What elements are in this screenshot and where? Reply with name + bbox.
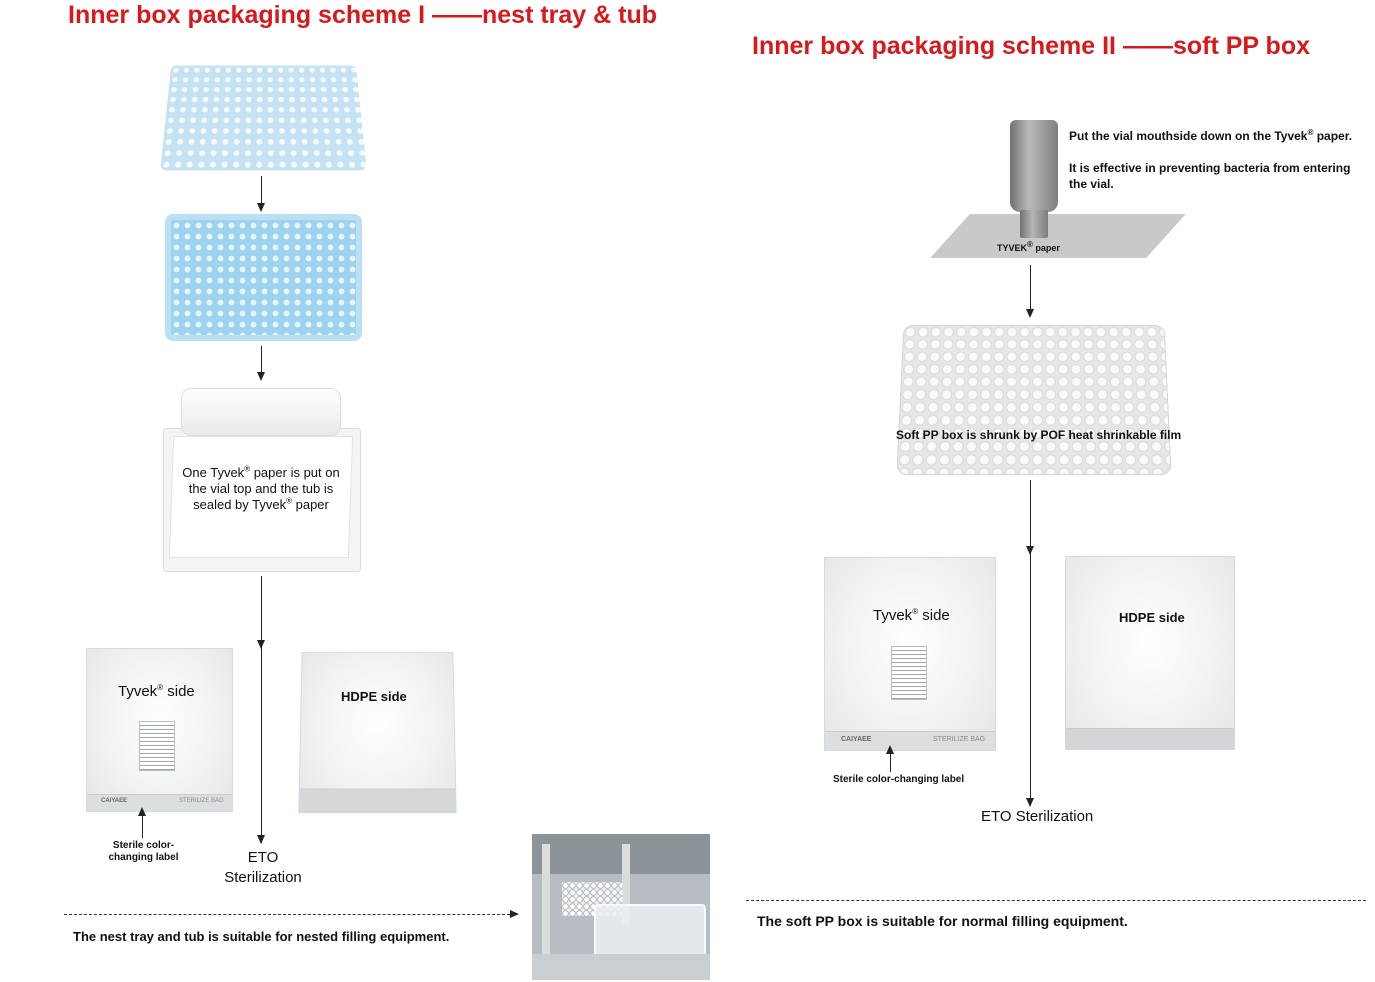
scheme1-sterile-label-text: Sterile color-changing label [108, 840, 179, 863]
arrow-down-icon [1026, 546, 1034, 555]
scheme2-hdpe-side-bag-image [1065, 556, 1235, 750]
hdpe-side-bag-image [298, 652, 457, 814]
arrow-line [1030, 265, 1031, 309]
sterile-label-image [891, 646, 927, 700]
photo-frame-top [532, 834, 710, 874]
soft-pp-note: Soft PP box is shrunk by POF heat shrink… [896, 428, 1182, 442]
vial-note: Put the vial mouthside down on the Tyvek… [1069, 128, 1364, 192]
scheme2-title: Inner box packaging scheme II ——soft PP … [752, 32, 1311, 60]
bag-seal [299, 788, 456, 813]
scheme1-title: Inner box packaging scheme I ——nest tray… [68, 1, 658, 29]
bag-brand: CAIYAEE [101, 798, 128, 804]
tyvek-roll [181, 388, 341, 436]
bag-seal [1066, 728, 1234, 749]
tyvek-paper-label: TYVEK® paper [997, 240, 1060, 254]
arrow-down-icon [257, 372, 265, 381]
scheme1-divider [64, 914, 510, 915]
sterile-label-image [139, 721, 175, 771]
photo-bench [532, 954, 710, 980]
arrow-up-icon [138, 807, 146, 816]
scheme1-hdpe-side-label: HDPE side [341, 689, 407, 704]
tub-image [165, 214, 362, 341]
bag-sterilize-print: STERILIZE BAG [933, 736, 986, 743]
scheme2-eto-label: ETO Sterilization [981, 808, 1094, 825]
arrow-down-icon [1026, 309, 1034, 318]
tyvek-side-bag-image: CAIYAEE STERILIZE BAG [86, 648, 233, 812]
nest-tray-image [160, 65, 367, 171]
scheme2-tyvek-side-label: Tyvek® side [873, 607, 950, 624]
photo-pillar [542, 844, 550, 974]
arrow-line [261, 346, 262, 372]
scheme2-bottom-note: The soft PP box is suitable for normal f… [757, 913, 1128, 929]
bag-seal: CAIYAEE STERILIZE BAG [87, 794, 232, 811]
vial-neck [1020, 210, 1048, 238]
arrow-down-icon [1026, 798, 1034, 807]
scheme1-bottom-note: The nest tray and tub is suitable for ne… [73, 929, 450, 944]
arrow-line [890, 752, 891, 772]
photo-pillar [622, 844, 630, 924]
filling-equipment-photo [532, 834, 710, 980]
arrow-line [261, 176, 262, 204]
vial-image [1010, 120, 1058, 212]
sealed-tub-image [163, 388, 361, 572]
arrow-line [1030, 480, 1031, 800]
tyvek-side-label: Tyvek® side [118, 683, 195, 700]
spacer [1069, 144, 1364, 160]
scheme2-tyvek-side-bag-image: CAIYAEE STERILIZE BAG [824, 557, 996, 751]
soft-pp-box-image [896, 325, 1172, 475]
photo-tray [562, 882, 622, 916]
scheme2-hdpe-side-label: HDPE side [1119, 610, 1185, 625]
arrow-line [142, 814, 143, 838]
bag-sterilize-print: STERILIZE BAG [179, 798, 224, 804]
arrow-up-icon [886, 745, 894, 754]
arrow-down-icon [257, 203, 265, 212]
arrow-right-icon [510, 910, 519, 918]
tyvek-seal-note: One Tyvek® paper is put on the vial top … [182, 464, 340, 512]
arrow-down-icon [257, 640, 265, 649]
scheme2-sterile-label-text: Sterile color-changing label [833, 774, 965, 785]
arrow-down-icon [257, 835, 265, 844]
bag-seal: CAIYAEE STERILIZE BAG [825, 731, 995, 750]
bag-brand: CAIYAEE [841, 736, 872, 743]
arrow-line [261, 576, 262, 843]
scheme2-divider [746, 900, 1366, 901]
